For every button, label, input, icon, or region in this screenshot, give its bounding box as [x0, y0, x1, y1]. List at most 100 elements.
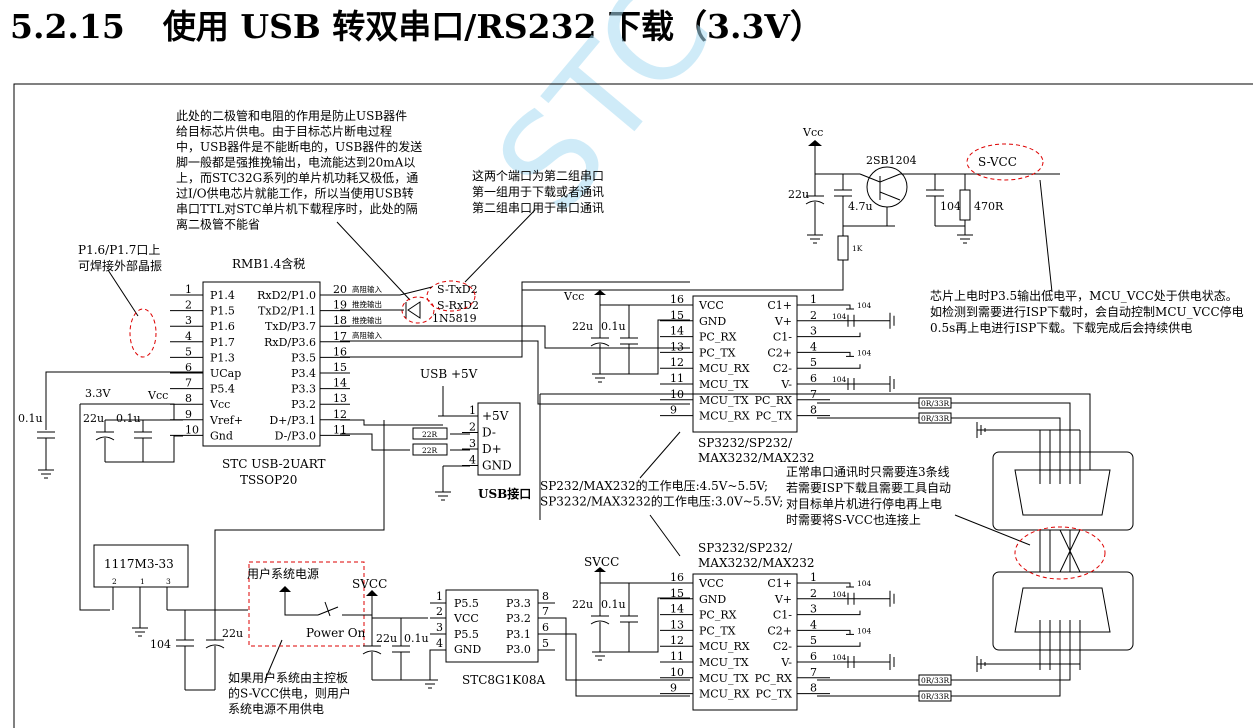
sp3232-top-decoupling	[590, 290, 690, 383]
svg-text:P3.3: P3.3	[506, 597, 531, 610]
u1-net-labels: 高阻输入 推挽输出 推挽输出 高阻输入	[352, 284, 382, 340]
u1-pin-number: 1	[185, 283, 192, 296]
cap-01u-label-sp2: 0.1u	[601, 598, 626, 611]
note-line: 离二极管不能省	[176, 217, 260, 232]
sp-pin-label: MCU_TX	[699, 656, 749, 669]
note-line: 如检测到需要进行ISP下载时，会自动控制MCU_VCC停电	[930, 304, 1244, 319]
cap-104-label-pwr: 104	[940, 200, 961, 213]
sp-pin-label: C2-	[773, 640, 792, 653]
usb-pin-label: +5V	[482, 409, 509, 423]
u1-pin-number: 10	[185, 423, 199, 436]
diode-highlight	[401, 296, 435, 324]
svg-text:1: 1	[436, 590, 443, 603]
sp-pin-label: PC_RX	[755, 672, 793, 685]
sp-pin-number: 11	[670, 650, 684, 663]
svcc-label-sp2: SVCC	[584, 555, 619, 569]
note-line: 串口TTL对STC单片机下载程序时，此处的隔	[176, 201, 418, 216]
sp3232-top-name-1: SP3232/SP232/	[698, 436, 793, 450]
sp-pin-number: 13	[670, 340, 684, 353]
cap-ucap-label: 0.1u	[18, 412, 43, 425]
vcc-label-sp1: Vcc	[563, 290, 584, 303]
sp-pin-number: 11	[670, 372, 684, 385]
note-line: 可焊接外部晶振	[78, 258, 162, 273]
switch-circuit	[521, 140, 1060, 291]
resistor-22r-2	[412, 443, 448, 456]
crystal-pins-highlight	[129, 308, 157, 358]
sp-pin-label: VCC	[698, 299, 724, 312]
crossover-highlight	[1014, 526, 1106, 580]
u1-pin-number: 2	[185, 299, 192, 312]
u1-pin-number: 14	[333, 377, 347, 390]
cap-01u-label-1: 0.1u	[116, 412, 141, 425]
usb-5v-label: USB +5V	[420, 367, 478, 381]
usb-pin-number: 2	[469, 421, 476, 434]
u1-pin-label: P3.2	[291, 398, 316, 411]
sp-pin-number: 6	[810, 372, 817, 385]
u1-pin-number: 16	[333, 345, 347, 358]
sp-pin-label: MCU_TX	[699, 672, 749, 685]
sp3232-bottom-body	[692, 573, 798, 711]
usb-pin-label: GND	[482, 459, 512, 473]
sp-pin-label: C1+	[767, 299, 792, 312]
note-line: 芯片上电时P3.5输出低电平，MCU_VCC处于供电状态。	[930, 288, 1238, 303]
u1-pin-label: UCap	[210, 367, 241, 380]
svg-text:GND: GND	[454, 643, 481, 656]
cap-01u-label-sp1: 0.1u	[601, 320, 626, 333]
svg-text:0R/33R: 0R/33R	[921, 676, 949, 685]
pump-cap-label: 104	[857, 579, 872, 588]
svg-text:推挽输出: 推挽输出	[352, 299, 382, 309]
regulator-1117	[93, 544, 189, 588]
u1-pin-label: RxD/P3.6	[264, 336, 316, 349]
svg-text:8: 8	[542, 590, 549, 603]
u1-pin-label: P3.5	[291, 351, 316, 364]
note-voltage: SP232/MAX232的工作电压:4.5V~5.5V;SP3232/MAX32…	[540, 478, 783, 509]
resistor-1k-label: 1K	[852, 244, 863, 253]
u1-price: RMB1.4含税	[232, 256, 305, 271]
svg-text:0R/33R: 0R/33R	[921, 692, 949, 701]
svg-text:2: 2	[112, 577, 117, 586]
sp-pin-number: 1	[810, 293, 817, 306]
rs232-resistor-labels: 0R/33R 0R/33R 0R/33R 0R/33R	[921, 399, 949, 701]
u1-pin-label: Vcc	[209, 398, 230, 411]
u1-pin-number: 13	[333, 392, 347, 405]
diode-label: 1N5819	[432, 312, 477, 325]
u1-pin-number: 9	[185, 408, 192, 421]
sp-pin-number: 9	[670, 682, 677, 695]
sp-pin-label: VCC	[698, 577, 724, 590]
user-power-label: 用户系统电源	[247, 566, 319, 581]
ucap-cap	[37, 431, 55, 479]
power-on-label: Power On	[306, 626, 366, 640]
u1-pin-label: P3.4	[291, 367, 316, 380]
u1-pin-number: 20	[333, 283, 347, 296]
s-rxd2-label: S-RxD2	[437, 299, 479, 312]
u1-decoupling-caps	[95, 419, 183, 463]
sp-pin-number: 4	[810, 618, 817, 631]
note-line: 0.5s再上电进行ISP下载。下载完成后会持续供电	[930, 320, 1192, 335]
u1-pin-label: P3.3	[291, 383, 316, 396]
db9-crossover	[1039, 529, 1081, 573]
sp-pin-number: 15	[670, 309, 684, 322]
u1-pin-number: 5	[185, 345, 192, 358]
cap-22u-label-sp1: 22u	[572, 320, 593, 333]
note-line: 的S-VCC供电，则用户	[228, 686, 351, 701]
svcc-label-stc8: SVCC	[352, 577, 387, 591]
u1-pin-label: P1.4	[210, 289, 235, 302]
transistor-label: 2SB1204	[866, 154, 917, 167]
svg-text:0R/33R: 0R/33R	[921, 414, 949, 423]
usb-pin-label: D-	[482, 426, 496, 440]
sp-pin-label: C1-	[773, 609, 792, 622]
note-pointers	[107, 179, 1053, 681]
sp-pin-number: 6	[810, 650, 817, 663]
stc8g1k08a-body	[445, 589, 539, 663]
note-line: SP3232/MAX3232的工作电压:3.0V~5.5V;	[540, 494, 783, 509]
cap-22u-label-1: 22u	[83, 412, 104, 425]
sp-pin-label: MCU_TX	[699, 394, 749, 407]
note-line: 过I/O供电芯片就能工作，所以当使用USB转	[176, 186, 414, 201]
signal-bus-lines	[539, 393, 1091, 520]
